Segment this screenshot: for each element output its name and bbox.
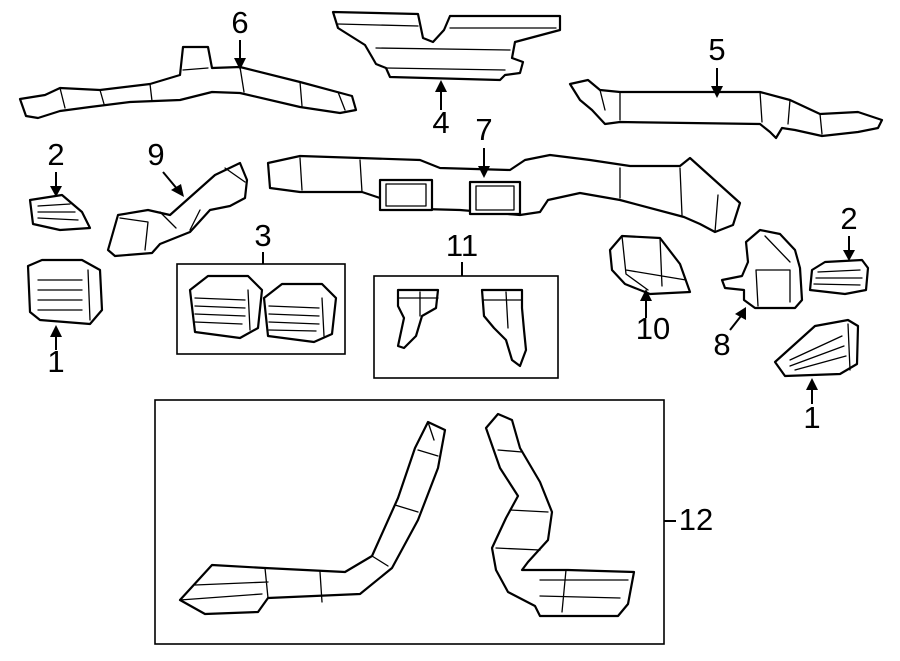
callout-3: 3 — [254, 218, 271, 253]
part-6-upper-left-duct[interactable] — [18, 45, 358, 120]
callout-1-left: 1 — [47, 344, 64, 379]
part-3-group-box — [176, 263, 346, 355]
callout-11: 11 — [446, 228, 478, 263]
callout-12: 12 — [679, 502, 713, 537]
part-12-floor-duct-right[interactable] — [484, 412, 636, 618]
callout-8: 8 — [713, 327, 730, 362]
part-1-left-outlet-vent[interactable] — [26, 258, 104, 326]
part-11-bracket-left[interactable] — [396, 288, 440, 350]
part-11-bracket-right[interactable] — [480, 288, 528, 368]
callout-7: 7 — [475, 112, 492, 147]
callout-2-left: 2 — [47, 137, 64, 172]
part-11-group-box — [373, 275, 559, 379]
callout-1-right: 1 — [803, 400, 820, 435]
part-9-left-duct-elbow[interactable] — [106, 161, 249, 258]
part-10-center-bracket[interactable] — [608, 234, 692, 296]
part-8-right-duct-elbow[interactable] — [720, 228, 804, 310]
part-7-center-duct-assembly[interactable] — [266, 153, 742, 234]
part-12-floor-duct-left[interactable] — [178, 420, 447, 616]
part-2-right-vent[interactable] — [808, 258, 870, 296]
callout-9: 9 — [147, 137, 164, 172]
part-4-upper-center-duct[interactable] — [331, 10, 562, 82]
callout-6: 6 — [231, 5, 248, 40]
part-2-left-vent[interactable] — [28, 193, 92, 232]
part-3-vent-left[interactable] — [188, 274, 264, 340]
part-1-right-outlet-vent[interactable] — [773, 318, 860, 378]
callout-2-right: 2 — [840, 201, 857, 236]
callout-4: 4 — [432, 105, 449, 140]
callout-5: 5 — [708, 32, 725, 67]
part-5-upper-right-duct[interactable] — [568, 78, 884, 140]
part-3-vent-right[interactable] — [262, 282, 338, 344]
callout-10: 10 — [636, 311, 670, 346]
leader-lines — [50, 40, 855, 522]
